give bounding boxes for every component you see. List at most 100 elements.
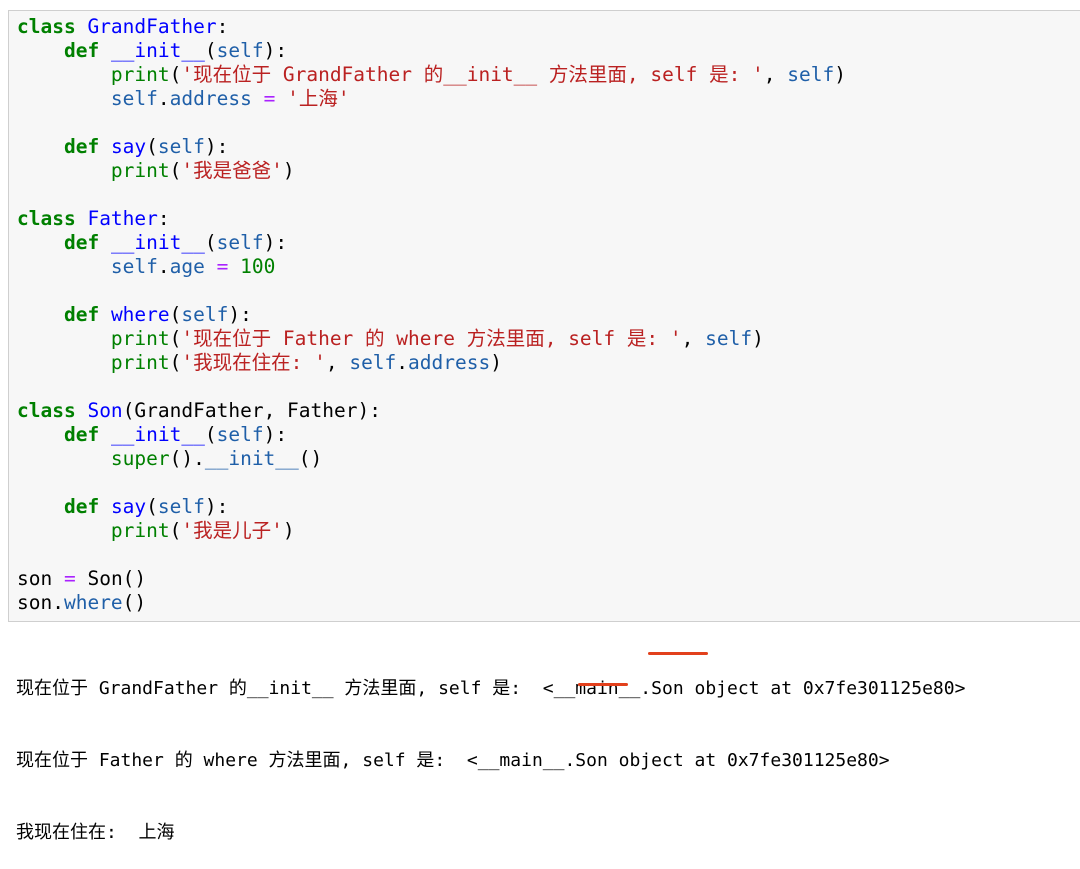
code-token-kw: class <box>17 207 88 230</box>
code-token-bi: super <box>110 447 170 470</box>
output-line: 现在位于 GrandFather 的__init__ 方法里面, self 是:… <box>16 678 966 699</box>
code-token-fn: __init__ <box>110 423 205 446</box>
code-token-str: '现在位于 GrandFather 的__init__ 方法里面, self 是… <box>181 63 764 86</box>
code-token-attr: __init__ <box>204 447 299 470</box>
code-token-p <box>17 423 64 446</box>
code-cell[interactable]: class GrandFather: def __init__(self): p… <box>8 10 1080 622</box>
code-line: def where(self): <box>17 303 846 327</box>
code-token-fn: where <box>110 303 170 326</box>
code-token-kw: def <box>63 495 111 518</box>
code-token-str: '现在位于 Father 的 where 方法里面, self 是: ' <box>181 327 682 350</box>
code-token-p: ) <box>282 519 295 542</box>
code-line: class Father: <box>17 207 846 231</box>
code-token-p <box>17 327 111 350</box>
code-token-p: : <box>157 207 170 230</box>
code-token-self: self <box>157 495 205 518</box>
code-token-self: self <box>787 63 835 86</box>
code-token-p <box>17 519 111 542</box>
code-token-p <box>17 63 111 86</box>
code-token-p <box>252 87 264 110</box>
code-token-p <box>17 351 111 374</box>
code-token-p <box>17 303 64 326</box>
code-line: print('我是爸爸') <box>17 159 846 183</box>
code-line: son = Son() <box>17 567 846 591</box>
code-token-p <box>275 87 287 110</box>
code-token-p: () <box>122 591 147 614</box>
code-token-p: son. <box>17 591 64 614</box>
code-token-bi: print <box>110 351 170 374</box>
red-underline-annotation <box>578 683 628 686</box>
code-token-cls: Son <box>87 399 123 422</box>
code-editor[interactable]: class GrandFather: def __init__(self): p… <box>17 15 846 615</box>
code-token-kw: def <box>63 39 111 62</box>
code-line <box>17 111 846 135</box>
code-token-p: ): <box>204 495 229 518</box>
code-token-kw: def <box>63 423 111 446</box>
code-token-self: self <box>705 327 753 350</box>
code-token-attr: age <box>169 255 205 278</box>
code-token-p <box>17 87 111 110</box>
code-token-p: ( <box>204 39 217 62</box>
code-token-p <box>17 447 111 470</box>
code-token-p: . <box>157 255 170 278</box>
code-token-self: self <box>110 255 158 278</box>
code-token-p <box>17 495 64 518</box>
code-token-attr: where <box>63 591 123 614</box>
code-token-p: ): <box>228 303 252 326</box>
code-line: class Son(GrandFather, Father): <box>17 399 846 423</box>
code-line <box>17 183 846 207</box>
code-token-kw: class <box>17 15 88 38</box>
code-token-p: () <box>298 447 323 470</box>
code-token-p: , <box>681 327 706 350</box>
code-token-p: ( <box>169 351 182 374</box>
code-token-bi: print <box>110 327 170 350</box>
code-token-attr: address <box>408 351 491 374</box>
code-line: self.address = '上海' <box>17 87 846 111</box>
code-token-cls: Father <box>87 207 158 230</box>
code-token-p <box>17 159 111 182</box>
code-token-p: ( <box>146 495 158 518</box>
output-line: 现在位于 Father 的 where 方法里面, self 是: <__mai… <box>16 750 890 771</box>
code-token-p: (GrandFather, Father): <box>122 399 381 422</box>
code-token-self: self <box>110 87 158 110</box>
code-token-p <box>17 231 64 254</box>
code-token-p: ( <box>169 303 182 326</box>
code-line: print('现在位于 Father 的 where 方法里面, self 是:… <box>17 327 846 351</box>
code-line: son.where() <box>17 591 846 615</box>
code-token-p: ( <box>146 135 158 158</box>
code-token-p: ( <box>169 63 182 86</box>
code-line: class GrandFather: <box>17 15 846 39</box>
code-token-self: self <box>157 135 205 158</box>
code-token-p: ) <box>752 327 764 350</box>
code-token-p: ): <box>263 39 288 62</box>
code-token-self: self <box>216 231 264 254</box>
code-token-bi: print <box>110 63 170 86</box>
code-token-p: ) <box>490 351 502 374</box>
code-token-self: self <box>181 303 229 326</box>
code-line: self.age = 100 <box>17 255 846 279</box>
code-token-str: '我现在住在: ' <box>181 351 326 374</box>
code-token-fn: __init__ <box>110 231 205 254</box>
code-line: print('现在位于 GrandFather 的__init__ 方法里面, … <box>17 63 846 87</box>
code-line: print('我是儿子') <box>17 519 846 543</box>
code-token-op: = <box>263 87 276 110</box>
code-token-str: '我是儿子' <box>181 519 283 542</box>
code-token-self: self <box>349 351 397 374</box>
code-line: def __init__(self): <box>17 423 846 447</box>
code-token-p <box>205 255 217 278</box>
code-token-p: ( <box>169 519 182 542</box>
code-token-p: , <box>763 63 788 86</box>
code-token-p: : <box>216 15 229 38</box>
code-line <box>17 375 846 399</box>
code-token-str: '上海' <box>287 87 350 110</box>
code-line: super().__init__() <box>17 447 846 471</box>
code-line: def __init__(self): <box>17 231 846 255</box>
code-token-bi: print <box>110 159 170 182</box>
code-token-num: 100 <box>240 255 276 278</box>
code-token-kw: def <box>63 231 111 254</box>
code-token-p: . <box>157 87 170 110</box>
code-token-p <box>17 255 111 278</box>
code-line: def __init__(self): <box>17 39 846 63</box>
code-token-p: ( <box>204 423 217 446</box>
code-token-bi: print <box>110 519 170 542</box>
